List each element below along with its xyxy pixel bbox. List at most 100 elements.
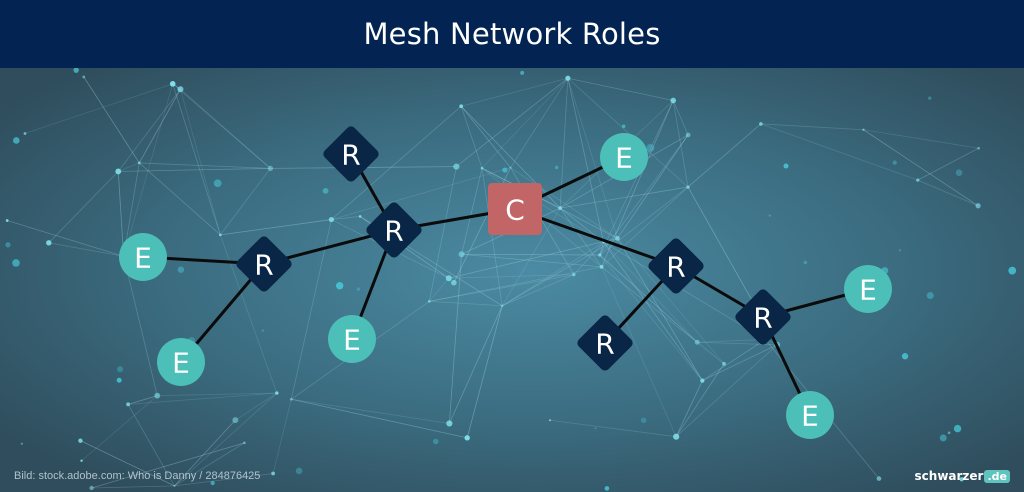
background-line [481,77,569,169]
background-line [466,305,503,438]
background-dot [598,253,602,257]
router-node: R [735,289,791,345]
node-label: R [753,302,772,335]
background-line [501,237,618,307]
background-line [567,77,674,101]
background-dot [453,163,460,170]
background-line [599,254,703,381]
background-line [599,100,674,256]
background-line [331,167,511,220]
background-line [461,253,600,256]
background-line [138,89,181,164]
background-line [502,274,575,307]
background-line [702,339,766,381]
end-device-circle [157,338,205,386]
background-dot [459,104,464,109]
end-device-circle [119,233,167,281]
background-dot [451,279,457,286]
background-dot [673,433,680,440]
background-dot [154,392,161,399]
end-device-node: E [600,133,648,181]
background-line [697,341,725,365]
background-dot [219,233,222,237]
end-device-node: E [328,315,376,363]
end-device-node: E [844,265,892,313]
background-line [510,167,618,239]
background-line [603,241,703,381]
brand-suffix: .de [984,469,1010,483]
background-line [460,105,561,209]
background-dot [295,467,303,475]
brand-logo: schwarzer .de [915,469,1010,483]
background-dot [177,86,184,93]
background-line [123,256,158,396]
page-title: Mesh Network Roles [363,17,661,51]
background-dot [445,275,452,282]
background-line [272,399,292,474]
background-dot [959,477,964,482]
router-diamond [236,236,292,292]
background-dot [898,249,902,252]
background-line [702,344,778,381]
background-line [428,277,450,302]
image-credit: Bild: stock.adobe.com: Who is Danny / 28… [14,470,261,482]
background-line [481,167,604,243]
node-label: E [615,142,633,175]
background-dot [335,282,344,290]
background-line [174,442,245,487]
background-dot [12,259,20,267]
background-dot [670,97,677,104]
background-line [672,100,689,188]
background-dot [685,132,691,138]
end-device-circle [328,315,376,363]
background-dot [80,459,83,462]
background-line [172,83,221,235]
background-line [174,419,236,487]
background-dot [458,251,465,258]
background-dot [356,287,361,291]
background-line [601,186,689,268]
end-device-node: E [786,391,834,439]
node-label: R [341,139,360,172]
background-line [760,123,864,131]
node-label: R [666,251,685,284]
background-dot [604,486,610,491]
background-dot [5,242,11,248]
router-node: R [648,238,704,294]
background-line [80,440,175,487]
background-line [118,162,140,172]
end-device-circle [786,391,834,439]
background-line [460,105,511,168]
background-line [117,171,125,257]
background-dot [446,420,453,427]
node-label: E [859,274,877,307]
background-line [461,77,568,107]
background-line [917,147,979,181]
background-line [448,237,618,279]
background-dot [464,435,470,441]
background-dot [173,484,176,487]
background-dot [509,166,512,169]
background-line [117,88,181,172]
background-line [180,88,271,169]
background-line [567,77,689,188]
background-line [331,216,361,220]
background-line [567,78,604,243]
background-line [220,219,332,236]
node-label: R [254,249,273,282]
background-dot [82,75,86,79]
background-line [460,106,483,169]
background-dot [548,419,551,422]
router-diamond [577,315,633,371]
router-node: R [366,202,422,258]
background-dot [759,122,763,126]
background-dot [23,132,27,135]
coordinator-node: C [488,183,542,235]
background-line [549,419,677,438]
background-line [456,77,569,167]
end-device-node: E [119,233,167,281]
background-dot [916,178,920,182]
background-dot [594,427,597,430]
background-dot [322,187,329,194]
